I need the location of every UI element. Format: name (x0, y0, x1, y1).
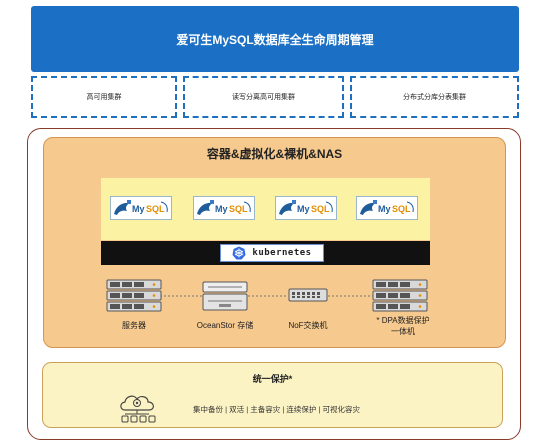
mysql-dolphin-icon: My SQL (360, 200, 414, 215)
server-rack-icon (372, 279, 428, 312)
infrastructure-title: 容器&虚拟化&裸机&NAS (206, 147, 343, 161)
cluster-label: 读写分离高可用集群 (232, 94, 295, 101)
kubernetes-badge: kubernetes (220, 244, 324, 262)
cluster-box-rw-split: 读写分离高可用集群 (183, 76, 344, 118)
hardware-label-storage: OceanStor 存储 (196, 321, 254, 330)
svg-text:My: My (378, 204, 391, 214)
svg-text:SQL: SQL (311, 204, 330, 214)
cloud-backup-icon (120, 395, 156, 423)
svg-text:SQL: SQL (392, 204, 411, 214)
storage-array-icon (202, 281, 248, 311)
cluster-label: 分布式分库分表集群 (403, 94, 466, 101)
protection-panel (42, 362, 503, 428)
network-switch-icon (288, 288, 328, 302)
server-rack-icon (106, 279, 162, 312)
svg-text:My: My (215, 204, 228, 214)
protection-features: 集中备份 | 双活 | 主备容灾 | 连续保护 | 可视化容灾 (193, 405, 360, 414)
hardware-connection-line (160, 295, 375, 297)
svg-text:My: My (132, 204, 145, 214)
hardware-label-server: 服务器 (122, 321, 146, 330)
mysql-logo: My SQL (110, 196, 172, 220)
mysql-logo: My SQL (275, 196, 337, 220)
hardware-label-dpa-line1: * DPA数据保护 (376, 316, 430, 325)
kubernetes-label: kubernetes (252, 248, 312, 258)
kubernetes-helm-icon (232, 246, 246, 260)
svg-text:My: My (297, 204, 310, 214)
hardware-label-dpa: * DPA数据保护 一体机 (358, 315, 448, 337)
hardware-label-dpa-line2: 一体机 (391, 327, 415, 336)
svg-text:SQL: SQL (146, 204, 165, 214)
cluster-box-sharding: 分布式分库分表集群 (350, 76, 519, 118)
cluster-box-ha: 高可用集群 (31, 76, 177, 118)
mysql-dolphin-icon: My SQL (279, 200, 333, 215)
cluster-label: 高可用集群 (86, 94, 122, 101)
mysql-logo: My SQL (356, 196, 418, 220)
page-title: 爱可生MySQL数据库全生命周期管理 (31, 6, 519, 72)
mysql-dolphin-icon: My SQL (197, 200, 251, 215)
svg-text:SQL: SQL (229, 204, 248, 214)
mysql-logo: My SQL (193, 196, 255, 220)
hardware-label-switch: NoF交换机 (288, 321, 328, 330)
mysql-dolphin-icon: My SQL (114, 200, 168, 215)
protection-title: 统一保护* (252, 374, 293, 384)
